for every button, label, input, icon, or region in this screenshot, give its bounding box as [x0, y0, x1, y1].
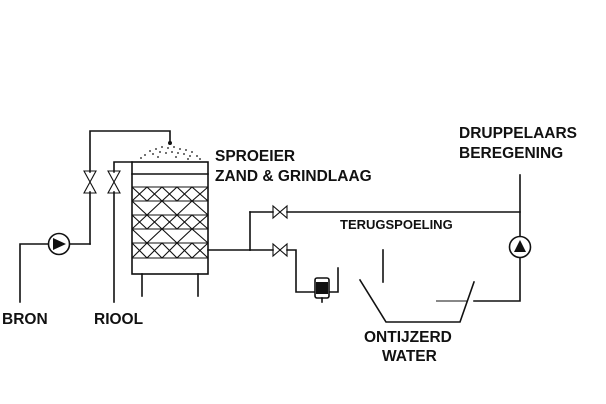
ontijzerd-label: ONTIJZERD — [364, 329, 452, 346]
filter-outlet-line — [207, 211, 521, 293]
riool-label: RIOOL — [94, 311, 143, 328]
druppelaars-label: DRUPPELAARS — [459, 125, 577, 142]
backwash-valve-icon — [272, 204, 288, 220]
bron-label: BRON — [2, 311, 48, 328]
treated-water-basin — [358, 249, 476, 323]
zand-grindlaag-label: ZAND & GRINDLAAG — [215, 168, 372, 185]
sprayer-icon — [140, 141, 201, 160]
riool-valve-icon — [107, 170, 121, 194]
beregening-label: BEREGENING — [459, 145, 563, 162]
inline-filter-icon — [314, 277, 330, 303]
water-label: WATER — [382, 348, 437, 365]
bron-pump-icon — [47, 232, 71, 256]
bron-valve-icon — [83, 170, 97, 194]
sproeier-label: SPROEIER — [215, 148, 295, 165]
irrigation-pump-icon — [508, 235, 532, 259]
bron-supply-line — [19, 130, 171, 303]
outlet-valve-icon — [272, 242, 288, 258]
riool-drain-line — [113, 161, 133, 303]
terugspoeling-label: TERUGSPOELING — [340, 217, 453, 232]
filter-tank — [131, 161, 209, 297]
drip-irrigation-line — [473, 174, 521, 302]
